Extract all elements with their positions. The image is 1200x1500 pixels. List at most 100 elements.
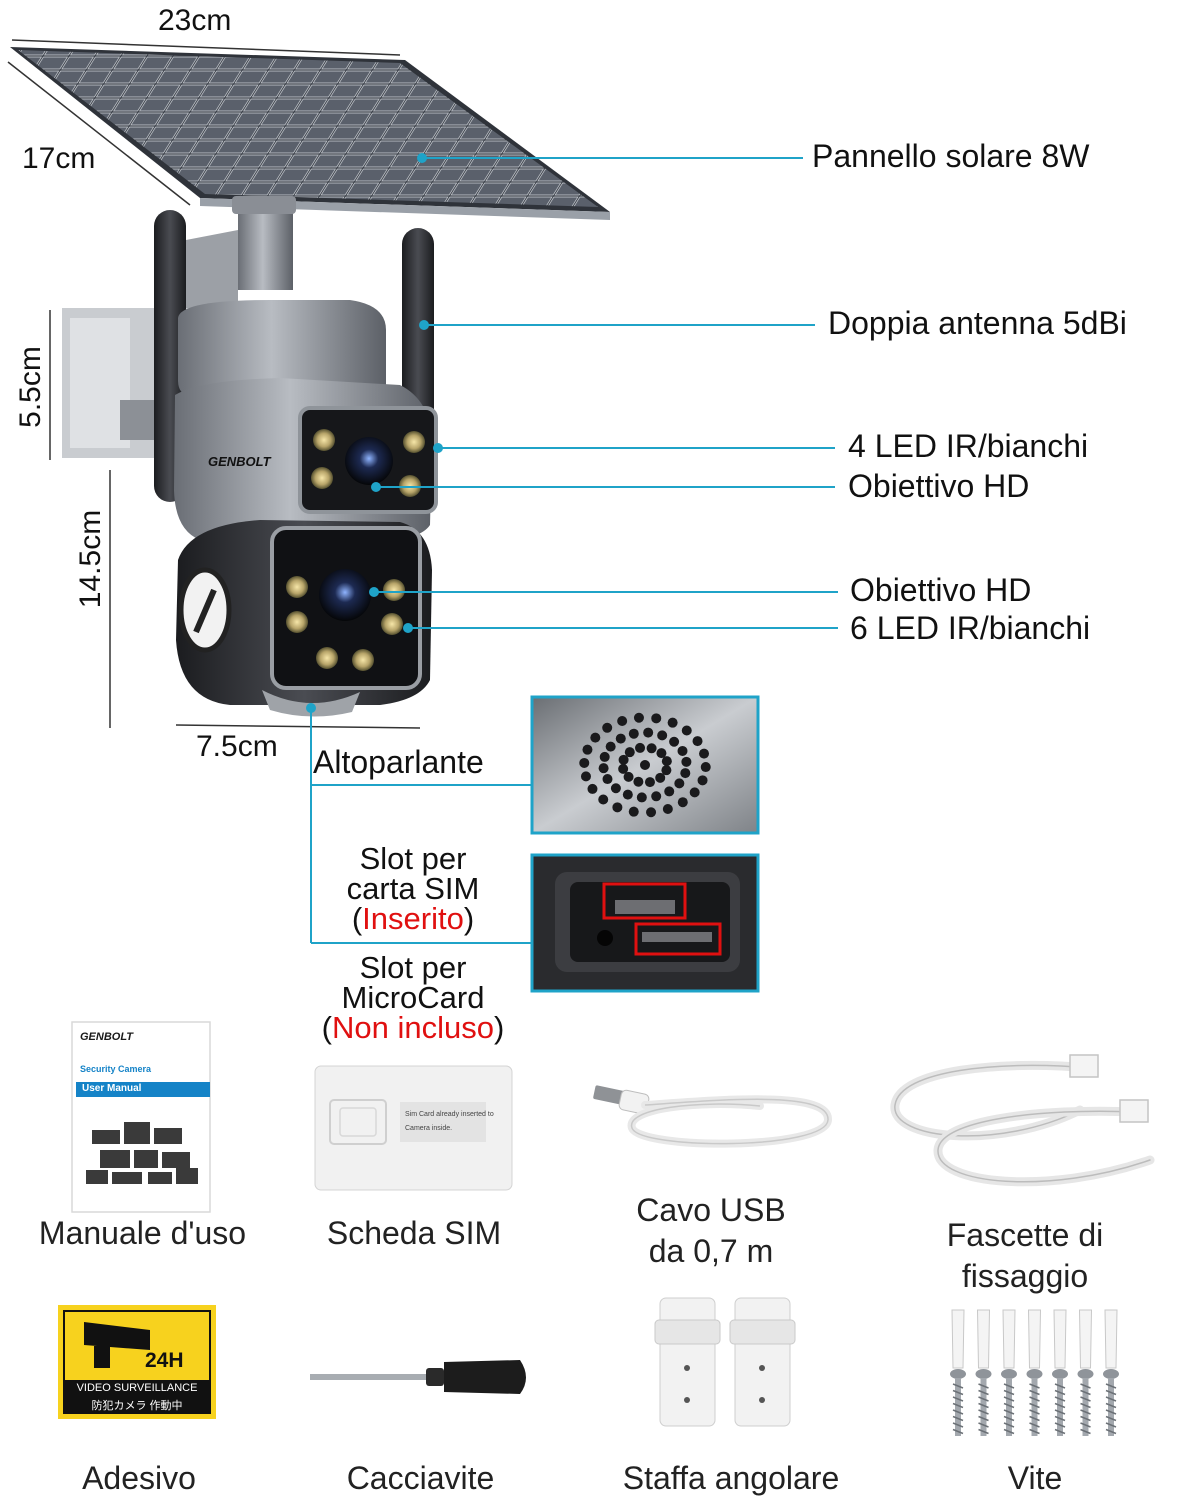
speaker-hole: [667, 717, 678, 728]
speaker-hole: [655, 772, 666, 783]
speaker-hole: [615, 733, 626, 744]
sim-slot-label: Slot per carta SIM (Inserito): [313, 841, 513, 936]
label-ties-line2: fissaggio: [961, 1258, 1089, 1294]
screw: [1052, 1309, 1068, 1436]
sim-card-text-1: Sim Card already inserted to: [405, 1111, 494, 1118]
sticker-line1: VIDEO SURVEILLANCE: [76, 1382, 198, 1394]
sim-slot-line1: Slot per: [359, 841, 467, 876]
screw: [975, 1309, 992, 1436]
speaker-hole: [599, 751, 610, 762]
cable-ties-image: [890, 1054, 1155, 1187]
micro-open-paren: (: [321, 1010, 332, 1045]
user-manual-image: [71, 1021, 211, 1213]
sticker-line2: 防犯カメラ 作動中: [91, 1400, 183, 1412]
screw: [1077, 1309, 1094, 1436]
sim-slot-status: Inserito: [362, 901, 464, 936]
speaker-hole: [677, 745, 688, 756]
speaker-hole: [598, 763, 609, 774]
speaker-hole: [699, 748, 710, 759]
speaker-hole: [661, 765, 672, 776]
speaker-hole: [651, 713, 662, 724]
camera-brand-logo: GENBOLT: [208, 454, 271, 469]
label-usb-line2: da 0,7 m: [648, 1233, 774, 1269]
speaker-hole: [646, 743, 657, 754]
sim-card-text: Sim Card already inserted to Camera insi…: [405, 1108, 494, 1136]
label-sim-card: Scheda SIM: [326, 1215, 502, 1251]
callout-lower-led: 6 LED IR/bianchi: [850, 610, 1091, 646]
callout-lower-lens: Obiettivo HD: [850, 572, 1032, 608]
sim-open-paren: (: [351, 901, 363, 936]
screws-image: [950, 1309, 1119, 1436]
speaker-hole: [689, 787, 700, 798]
lower-hd-lens: [319, 569, 371, 621]
callout-lines: [306, 153, 838, 944]
speaker-hole: [651, 791, 662, 802]
label-corner-bracket: Staffa angolare: [622, 1460, 840, 1496]
callout-antenna: Doppia antenna 5dBi: [828, 305, 1127, 341]
sim-card-text-2: Camera inside.: [405, 1125, 453, 1132]
microcard-slot-label: Slot per MicroCard (Non incluso): [300, 950, 526, 1045]
sticker-brand: GENBOLT: [92, 1316, 131, 1325]
speaker-hole: [618, 763, 629, 774]
manual-brand: GENBOLT: [80, 1031, 133, 1043]
label-usb-cable: Cavo USB da 0,7 m: [600, 1190, 822, 1272]
corner-brackets-image: [654, 1297, 796, 1427]
callout-solar-panel: Pannello solare 8W: [812, 138, 1090, 174]
label-manual: Manuale d'uso: [38, 1215, 247, 1251]
speaker-hole: [681, 756, 692, 767]
label-screwdriver: Cacciavite: [346, 1460, 495, 1496]
callout-upper-led: 4 LED IR/bianchi: [848, 428, 1089, 464]
label-ties-line1: Fascette di: [946, 1217, 1104, 1253]
speaker-hole: [669, 736, 680, 747]
camera-body: [174, 300, 438, 717]
speaker-hole: [582, 744, 593, 755]
speaker-hole: [700, 762, 711, 773]
speaker-hole: [623, 771, 634, 782]
speaker-hole: [680, 768, 691, 779]
speaker-hole: [646, 807, 657, 818]
callout-upper-lens: Obiettivo HD: [848, 468, 1030, 504]
speaker-hole: [579, 757, 590, 768]
label-sticker: Adesivo: [82, 1460, 196, 1496]
speaker-hole: [624, 747, 635, 758]
speaker-hole: [598, 794, 609, 805]
speaker-hole: [656, 748, 667, 759]
usb-cable-image: [593, 1085, 832, 1148]
micro-slot-line2: MicroCard: [341, 980, 485, 1015]
lower-led-array: [286, 576, 405, 671]
screwdriver-image: [310, 1360, 526, 1394]
speaker-hole: [622, 789, 633, 800]
speaker-hole: [692, 736, 703, 747]
speaker-hole: [657, 730, 668, 741]
label-screws: Vite: [1007, 1460, 1063, 1496]
speaker-hole: [640, 760, 650, 770]
base-width-dimension: 7.5cm: [196, 730, 278, 763]
speaker-detail-image: [530, 695, 760, 835]
speaker-hole: [681, 725, 692, 736]
micro-slot-line1: Slot per: [359, 950, 467, 985]
micro-slot-status: Non incluso: [332, 1010, 494, 1045]
slot-detail-image: [530, 853, 760, 993]
screw: [950, 1309, 966, 1436]
callout-speaker: Altoparlante: [313, 744, 484, 780]
speaker-hole: [664, 786, 675, 797]
solar-panel: [10, 47, 610, 220]
speaker-hole: [602, 722, 613, 733]
speaker-hole: [674, 778, 685, 789]
speaker-hole: [628, 806, 639, 817]
sim-card-image: [314, 1065, 513, 1191]
speaker-hole: [587, 783, 598, 794]
sticker-hours: 24H: [145, 1349, 184, 1372]
speaker-hole: [633, 776, 644, 787]
upper-height-dimension: 5.5cm: [13, 346, 47, 428]
manual-subtitle: Security Camera: [80, 1064, 152, 1074]
speaker-hole: [662, 804, 673, 815]
lower-height-dimension: 14.5cm: [74, 509, 108, 609]
width-dimension: 23cm: [158, 4, 232, 37]
warning-sticker-image: [58, 1305, 216, 1419]
upper-hd-lens: [345, 437, 393, 485]
micro-slot-status-line: (Non incluso): [300, 1010, 526, 1045]
micro-close-paren: ): [493, 1010, 505, 1045]
label-cable-ties: Fascette di fissaggio: [905, 1215, 1145, 1297]
speaker-hole: [605, 741, 616, 752]
